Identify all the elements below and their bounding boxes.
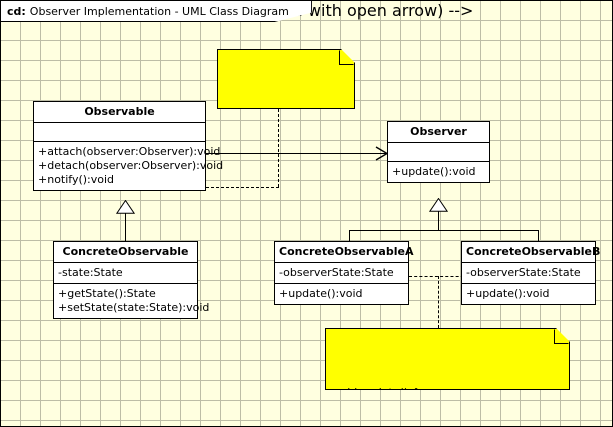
attributes-compartment-observer [388, 143, 489, 162]
note-anchor-notify-horizontal [206, 187, 279, 188]
note-update-line-1: void update() { [334, 386, 419, 399]
operation-get-state: +getState():State [58, 287, 156, 300]
note-notify-line-1: for all o in observers { [226, 107, 350, 120]
note-fold-corner-icon [339, 50, 354, 65]
operations-compartment-concrete-observable-b: +update():void [462, 284, 595, 304]
class-name-observable: Observable [34, 102, 205, 123]
operation-attach: +attach(observer:Observer):void [38, 145, 221, 158]
class-box-observable[interactable]: Observable +attach(observer:Observer):vo… [33, 101, 224, 191]
note-notify-body[interactable]: for all o in observers { o.update(); } [217, 49, 355, 109]
operations-compartment-concrete-observable: +getState():State +setState(state:State)… [54, 284, 210, 318]
diagram-kind-label: cd: [7, 4, 26, 18]
generalization-line-observer-stem [438, 211, 439, 230]
generalization-line-observable-b-drop [538, 230, 539, 242]
class-box-concrete-observable-a[interactable]: ConcreteObservableA -observerState:State… [274, 241, 413, 305]
note-anchor-update-vertical [438, 276, 439, 328]
generalization-line-observer-crossbar [349, 230, 539, 231]
operations-compartment-concrete-observable-a: +update():void [275, 284, 408, 304]
generalization-triangle-observable-icon [116, 200, 135, 214]
operation-update-observer: +update():void [392, 165, 476, 178]
operation-set-state: +setState(state:State):void [58, 301, 210, 314]
attribute-observer-state-a: -observerState:State [279, 266, 394, 279]
note-notify-line-2: o.update(); [248, 155, 310, 168]
note-anchor-notify-vertical [278, 109, 279, 187]
class-name-concrete-observable-b: ConcreteObservableB [462, 242, 600, 263]
operation-detach: +detach(observer:Observer):void [38, 159, 224, 172]
operations-compartment-observable: +attach(observer:Observer):void +detach(… [34, 142, 224, 190]
generalization-triangle-observer-icon [429, 198, 448, 212]
generalization-line-concrete-observable [125, 213, 126, 242]
note-fold-corner-icon [554, 329, 569, 344]
diagram-title: Observer Implementation - UML Class Diag… [29, 4, 289, 18]
diagram-frame-header: cd: Observer Implementation - UML Class … [1, 1, 312, 22]
class-name-observer: Observer [388, 122, 489, 143]
note-anchor-update-horizontal [409, 276, 469, 277]
note-notify-line-3: } [226, 203, 233, 216]
operation-update-a: +update():void [279, 287, 363, 300]
operations-compartment-observer: +update():void [388, 162, 489, 182]
operation-update-b: +update():void [466, 287, 550, 300]
association-line-observable-observer [206, 153, 386, 154]
attributes-compartment-observable [34, 123, 205, 142]
attribute-observer-state-b: -observerState:State [466, 266, 581, 279]
class-box-concrete-observable[interactable]: ConcreteObservable -state:State +getStat… [53, 241, 210, 319]
attributes-compartment-concrete-observable-b: -observerState:State [462, 263, 595, 284]
operation-notify: +notify():void [38, 173, 115, 186]
class-box-observer[interactable]: Observer +update():void [387, 121, 490, 183]
class-name-concrete-observable: ConcreteObservable [54, 242, 197, 263]
generalization-line-observable-a-drop [349, 230, 350, 242]
attributes-compartment-concrete-observable-a: -observerState:State [275, 263, 408, 284]
class-box-concrete-observable-b[interactable]: ConcreteObservableB -observerState:State… [461, 241, 600, 305]
note-update-body[interactable]: void update() { observerState = observab… [325, 328, 570, 390]
attribute-state: -state:State [58, 266, 123, 279]
class-name-concrete-observable-a: ConcreteObservableA [275, 242, 413, 263]
attributes-compartment-concrete-observable: -state:State [54, 263, 197, 284]
